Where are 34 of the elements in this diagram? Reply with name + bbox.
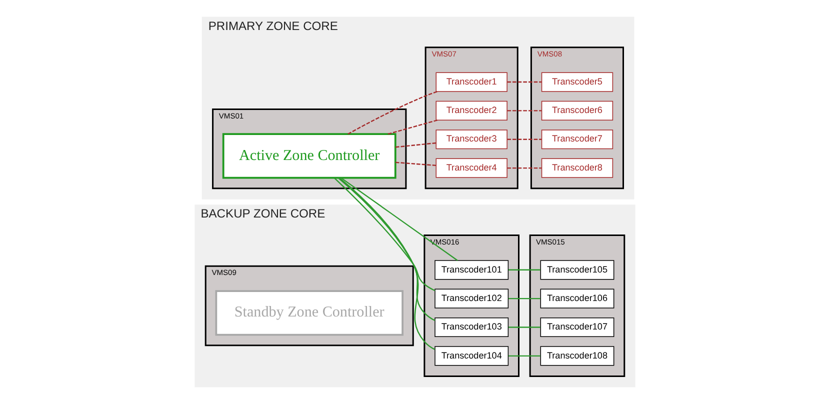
connector <box>508 298 540 300</box>
node-box: Transcoder3 <box>436 130 508 150</box>
node-box: Active Zone Controller <box>222 133 396 179</box>
connector <box>340 177 458 261</box>
node-box: Transcoder6 <box>541 100 614 121</box>
node-box: Transcoder108 <box>540 346 614 366</box>
connector <box>338 178 436 321</box>
node-box: Transcoder2 <box>436 100 508 121</box>
node-box: Transcoder103 <box>434 317 509 338</box>
node-box: Transcoder106 <box>540 288 614 308</box>
node-box: Transcoder101 <box>434 260 509 280</box>
connector <box>395 162 436 166</box>
node-box: Transcoder7 <box>541 130 614 150</box>
node-box: Transcoder102 <box>434 288 509 308</box>
connector <box>339 178 436 350</box>
connector <box>507 110 542 112</box>
connector <box>395 142 436 148</box>
node-box: Transcoder1 <box>436 72 508 92</box>
connector <box>388 120 438 135</box>
node-box: Transcoder104 <box>434 346 509 366</box>
connector <box>507 81 542 83</box>
node-box: Transcoder107 <box>540 317 614 338</box>
node-box: Transcoder4 <box>436 158 508 178</box>
connector <box>348 90 438 135</box>
node-box: Transcoder105 <box>540 260 614 280</box>
connector <box>334 178 436 292</box>
connector <box>507 138 542 140</box>
node-box: Transcoder8 <box>541 158 614 178</box>
connector <box>508 269 540 271</box>
node-box: Standby Zone Controller <box>215 290 404 336</box>
node-box: Transcoder5 <box>541 72 614 92</box>
connector <box>508 355 540 357</box>
connector <box>508 326 540 328</box>
connector <box>507 167 542 169</box>
